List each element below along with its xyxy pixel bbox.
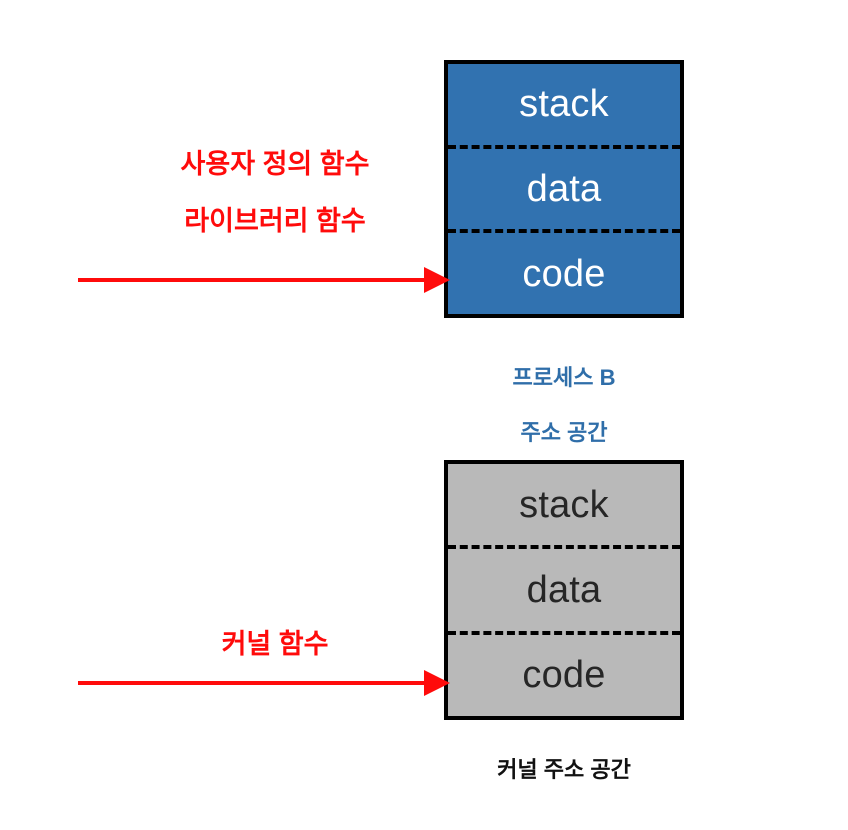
caption-line-2: 주소 공간: [520, 420, 608, 446]
label-kernel-function: 커널 함수: [221, 629, 329, 659]
process-address-space-caption: 프로세스 B 주소 공간: [444, 336, 684, 475]
segment-label: code: [522, 654, 606, 697]
kernel-segment-data: data: [448, 545, 680, 630]
segment-label: stack: [519, 483, 609, 526]
process-segment-data: data: [448, 144, 680, 230]
label-user-defined-function: 사용자 정의 함수: [180, 149, 370, 179]
arrow-to-kernel-code: [72, 668, 450, 698]
kernel-segment-stack: stack: [448, 464, 680, 545]
process-segment-code: code: [448, 229, 680, 314]
caption-line-1: 커널 주소 공간: [497, 756, 631, 782]
segment-label: stack: [519, 83, 609, 126]
arrow-to-process-code: [72, 265, 450, 295]
segment-label: data: [526, 168, 602, 210]
kernel-address-space-block: stack data code: [444, 460, 684, 720]
caption-line-1: 프로세스 B: [512, 364, 616, 390]
kernel-segment-code: code: [448, 630, 680, 716]
process-address-space-block: stack data code: [444, 60, 684, 318]
label-library-function: 라이브러리 함수: [184, 206, 366, 236]
segment-label: data: [526, 568, 602, 611]
segment-label: code: [522, 252, 606, 295]
process-segment-stack: stack: [448, 64, 680, 145]
kernel-address-space-caption: 커널 주소 공간: [444, 728, 684, 811]
